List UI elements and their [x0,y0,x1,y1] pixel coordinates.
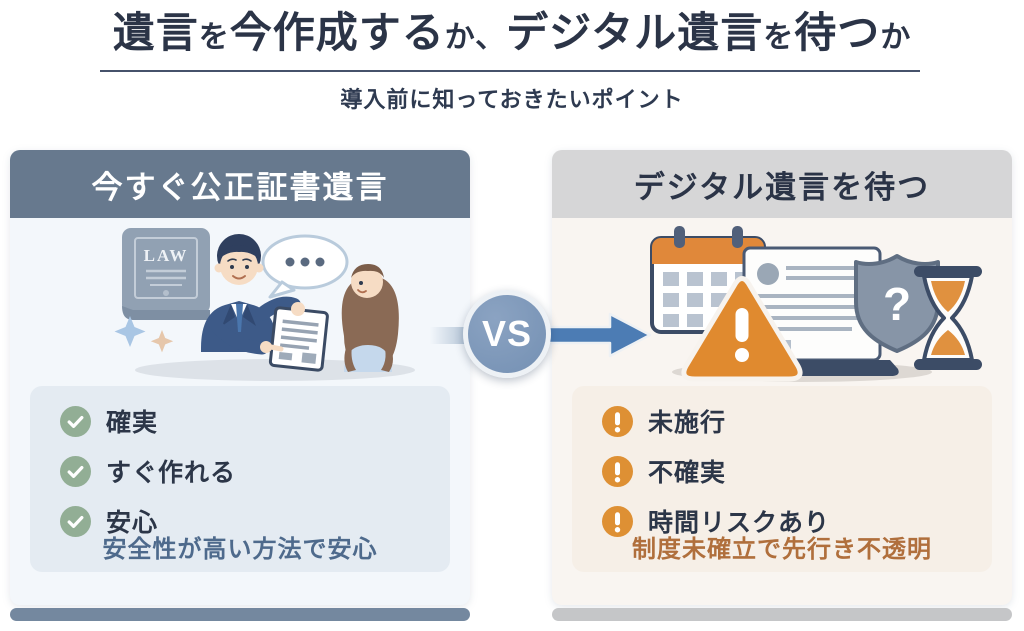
title-segment: 今作成する [229,9,445,56]
lawyer-figure [201,234,329,372]
list-item: 不確実 [602,446,992,496]
left-panel-base-bar [10,608,470,621]
warning-triangle-icon [681,276,803,382]
right-panel-note: 制度未確立で先行き不透明 [632,536,932,563]
svg-text:LAW: LAW [144,246,189,265]
list-item: 確実 [60,396,450,446]
left-panel-title: 今すぐ公正証書遺言 [10,150,470,218]
risk-label: 不確実 [648,459,727,487]
list-item: 時間リスクあり [602,496,992,546]
check-icon [60,505,91,537]
title-segment: を [198,21,230,54]
benefit-label: 安心 [106,509,159,537]
panel-notarized-will-now: 今すぐ公正証書遺言 LAW [10,150,470,605]
right-panel-base-bar [552,608,1012,621]
benefit-label: 確実 [106,409,159,437]
speech-bubble-icon [261,234,349,299]
left-benefits-card: 確実 すぐ作れる 安心 安全性が高い方法で安心 [30,386,450,572]
panel-wait-digital-will: デジタル遺言を待つ [552,150,1012,605]
right-risks-card: 未施行 不確実 時間リスクあり 制度未確立で先行き不透明 [572,386,992,572]
warning-icon [602,505,633,537]
hourglass-icon [914,266,982,370]
title-segment: デジタル遺言 [506,9,764,56]
title-segment: 遺言 [112,9,199,56]
check-icon [60,405,91,437]
vs-connector-line [430,327,468,344]
sparkle-icon [150,330,174,353]
warning-icon [602,405,633,437]
benefit-label: すぐ作れる [106,459,237,487]
sparkle-icon [114,316,146,347]
list-item: すぐ作れる [60,446,450,496]
list-item: 未施行 [602,396,992,446]
client-figure [341,264,399,372]
list-item: 安心 [60,496,450,546]
page-subtitle: 導入前に知っておきたいポイント [340,87,684,112]
warning-icon [602,455,633,487]
digital-will-uncertainty-illustration: ? [650,226,982,382]
title-divider [100,70,920,72]
check-icon [60,455,91,487]
vs-badge: VS [463,290,551,378]
risk-label: 未施行 [648,409,727,437]
page-title: 遺言を今作成するか、デジタル遺言を待つか [0,4,1024,72]
will-document-icon [268,306,329,372]
right-panel-title: デジタル遺言を待つ [552,150,1012,218]
vs-label: VS [481,313,533,354]
left-panel-note: 安全性が高い方法で安心 [102,536,378,563]
law-book-icon: LAW [122,228,210,320]
shield-question-icon: ? [854,254,940,353]
title-segment: か [880,21,912,54]
risk-label: 時間リスクあり [648,509,831,537]
svg-text:?: ? [883,278,911,330]
title-segment: 待つ [794,9,881,56]
arrow-right-icon [546,312,652,358]
title-segment: か、 [444,21,507,54]
title-segment: を [763,21,795,54]
lawyer-consultation-illustration: LAW [114,228,415,381]
